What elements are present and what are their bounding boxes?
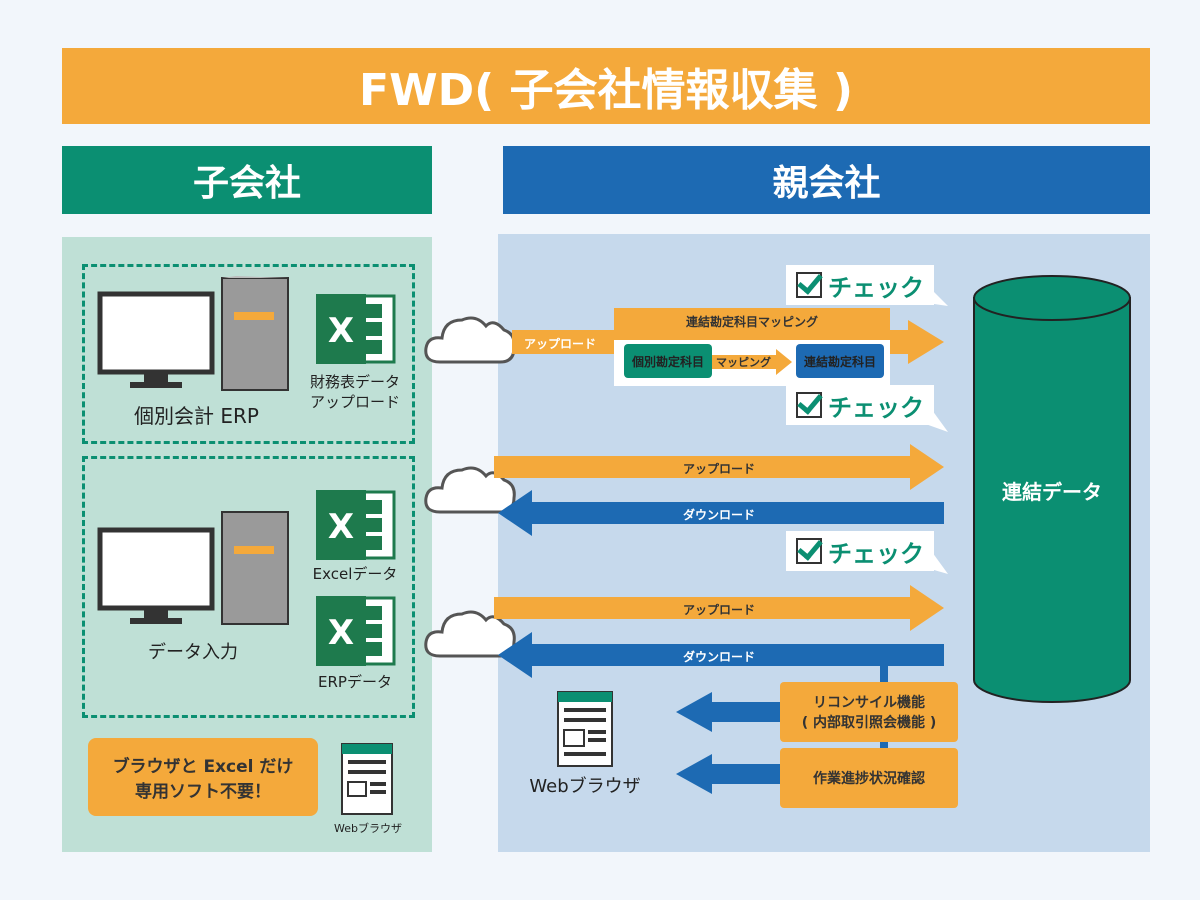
web-browser-small-label: Webブラウザ bbox=[334, 822, 402, 835]
download-label-3: ダウンロード bbox=[682, 650, 755, 664]
fin-upload-label-line1: 財務表データ bbox=[309, 373, 400, 391]
reconcile-line1: リコンサイル機能 bbox=[813, 695, 925, 711]
svg-text:X: X bbox=[328, 507, 354, 547]
page-title-banner: FWD( 子会社情報収集 ) bbox=[62, 48, 1150, 124]
upload-label-2: アップロード bbox=[682, 462, 755, 476]
data-entry-computer-icon bbox=[97, 511, 289, 625]
download-arrow-2 bbox=[498, 490, 944, 536]
progress-box: 作業進捗状況確認 bbox=[780, 748, 958, 808]
consolidated-data-label: 連結データ bbox=[1002, 480, 1102, 504]
parent-header: 親会社 bbox=[503, 146, 1150, 214]
data-entry-label: データ入力 bbox=[148, 642, 238, 663]
reconcile-arrow bbox=[676, 692, 790, 732]
svg-text:X: X bbox=[328, 311, 354, 351]
check-label: チェック bbox=[828, 539, 924, 568]
note-line1: ブラウザと Excel だけ bbox=[112, 757, 294, 777]
note-line2: 専用ソフト不要！ bbox=[135, 782, 271, 802]
upload-arrow-2 bbox=[494, 444, 944, 490]
erp-group bbox=[82, 264, 415, 444]
check-callout-1: チェック bbox=[786, 265, 934, 305]
cloud-icon bbox=[424, 466, 516, 514]
web-browser-label: Webブラウザ bbox=[529, 776, 641, 797]
upload-label-1: アップロード bbox=[524, 337, 597, 351]
mapping-band bbox=[614, 308, 890, 332]
checkbox-icon bbox=[796, 392, 822, 418]
check-callout-3: チェック bbox=[786, 531, 934, 571]
mapping-title: 連結勘定科目マッピング bbox=[685, 315, 818, 329]
excel-icon: X bbox=[316, 294, 396, 364]
svg-text:X: X bbox=[328, 613, 354, 653]
mapping-label: マッピング bbox=[716, 356, 771, 369]
checkbox-icon bbox=[796, 272, 822, 298]
progress-arrow bbox=[676, 754, 790, 794]
reconcile-line2: ( 内部取引照会機能 ) bbox=[801, 715, 937, 731]
excel-icon: X bbox=[316, 596, 396, 666]
consolidated-account-box: 連結勘定科目 bbox=[796, 344, 884, 378]
web-browser-icon bbox=[557, 691, 613, 767]
manual-entry-group bbox=[82, 456, 415, 718]
web-browser-icon bbox=[341, 743, 393, 815]
fin-upload-label: 財務表データ アップロード bbox=[300, 372, 410, 412]
upload-label-3: アップロード bbox=[682, 603, 755, 617]
erp-label: 個別会計 ERP bbox=[134, 404, 259, 428]
check-callout-2: チェック bbox=[786, 385, 934, 425]
individual-account-box: 個別勘定科目 bbox=[624, 344, 712, 378]
check-label: チェック bbox=[828, 393, 924, 422]
download-arrow-3 bbox=[498, 632, 944, 678]
excel-data-label: Excelデータ bbox=[312, 565, 398, 583]
erp-computer-icon bbox=[97, 276, 289, 391]
upload-arrow-3 bbox=[494, 585, 944, 631]
excel-icon: X bbox=[316, 490, 396, 560]
checkbox-icon bbox=[796, 538, 822, 564]
cloud-icon bbox=[424, 610, 516, 658]
no-software-note: ブラウザと Excel だけ 専用ソフト不要！ bbox=[88, 738, 318, 816]
erp-data-label: ERPデータ bbox=[318, 673, 392, 691]
consolidated-db bbox=[973, 297, 1131, 703]
download-label-2: ダウンロード bbox=[682, 508, 755, 522]
check-label: チェック bbox=[828, 273, 924, 302]
mapping-arrow bbox=[712, 349, 792, 375]
subsidiary-header: 子会社 bbox=[62, 146, 432, 214]
fin-upload-label-line2: アップロード bbox=[309, 393, 400, 411]
reconcile-box: リコンサイル機能 ( 内部取引照会機能 ) bbox=[780, 682, 958, 742]
